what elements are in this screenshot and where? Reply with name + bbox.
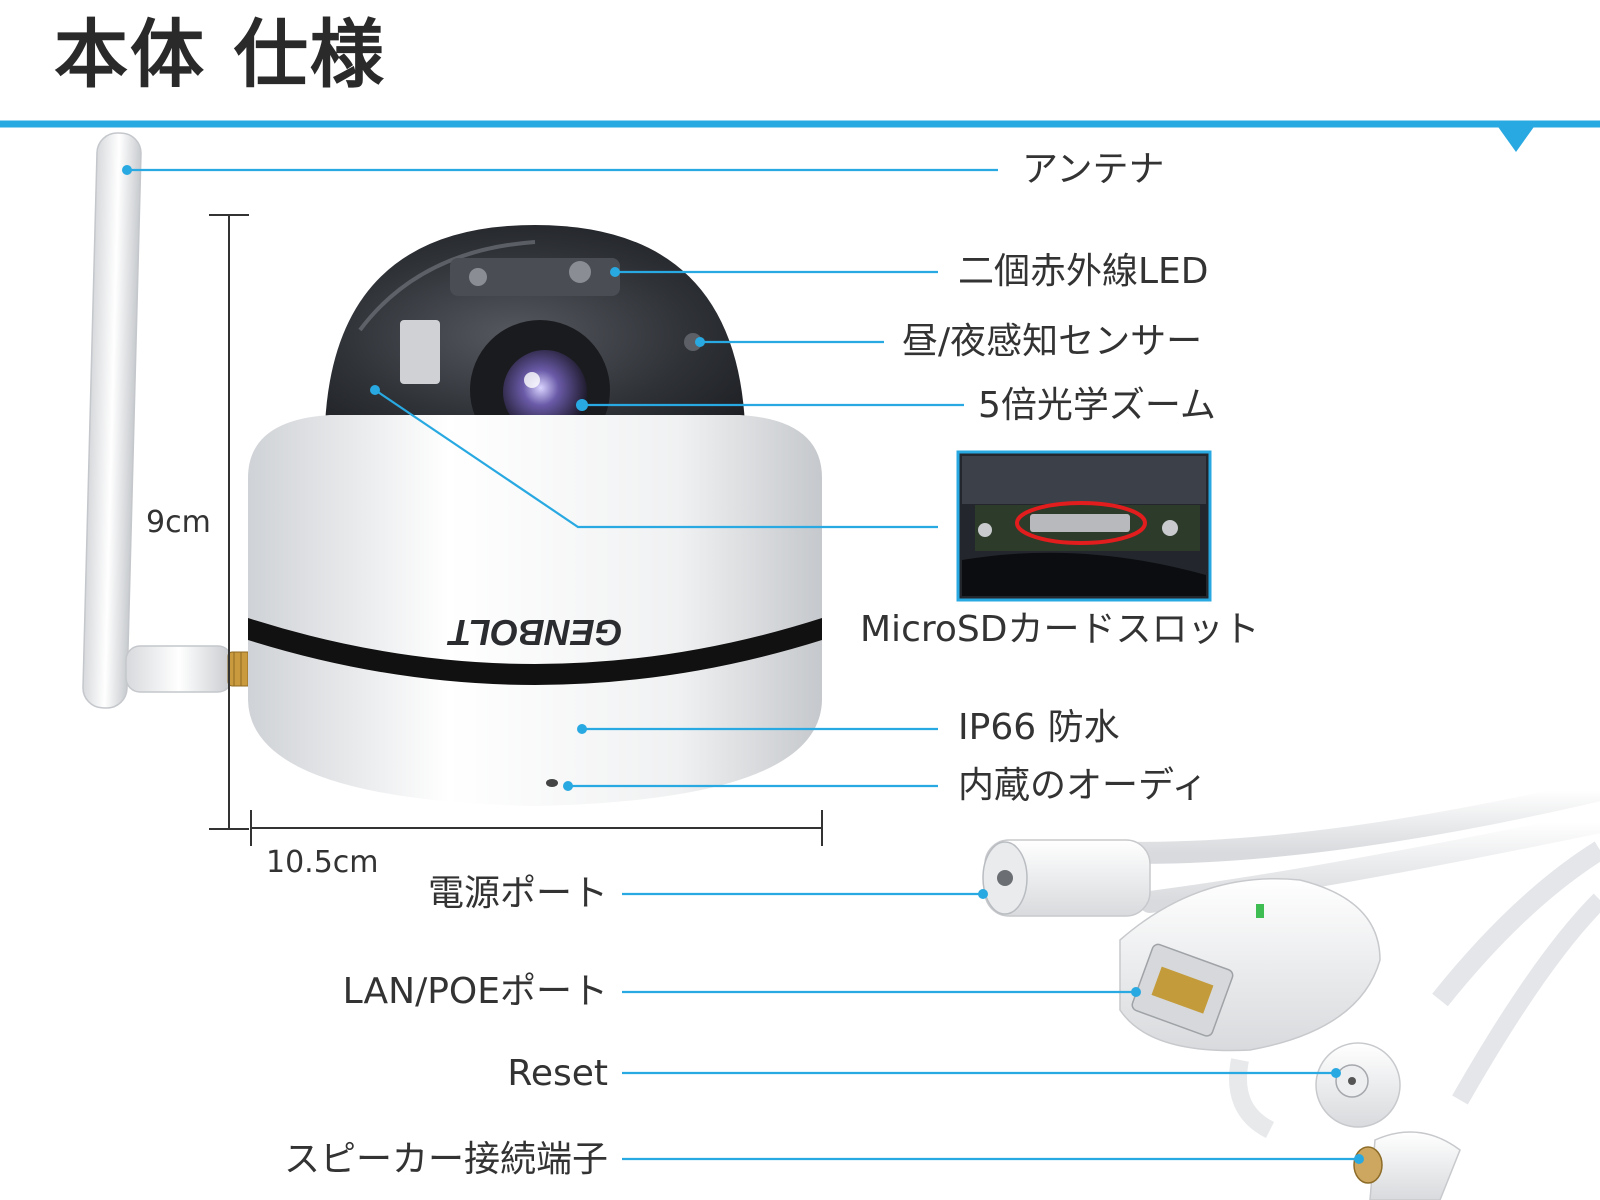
label-waterproof: IP66 防水 bbox=[958, 707, 1120, 748]
label-day-night-sensor: 昼/夜感知センサー bbox=[902, 321, 1203, 362]
label-speaker-terminal: スピーカー接続端子 bbox=[283, 1139, 608, 1180]
label-ir-led: 二個赤外線LED bbox=[958, 251, 1209, 292]
speaker-connector bbox=[1369, 1131, 1461, 1200]
leader-lines bbox=[127, 168, 1359, 1161]
width-dimension bbox=[250, 810, 823, 846]
height-dimension bbox=[209, 214, 249, 830]
height-label: 9cm bbox=[146, 505, 211, 540]
label-reset: Reset bbox=[507, 1053, 608, 1094]
label-optical-zoom: 5倍光学ズーム bbox=[978, 385, 1216, 426]
label-lan-poe-port: LAN/POEポート bbox=[342, 971, 608, 1012]
camera-body-illustration: GENBOLT bbox=[248, 225, 822, 806]
leader-microsd bbox=[374, 389, 938, 529]
width-label: 10.5cm bbox=[266, 845, 379, 880]
cables-illustration bbox=[982, 779, 1600, 1200]
label-microsd-slot: MicroSDカードスロット bbox=[860, 609, 1260, 650]
sd-slot-highlight bbox=[1015, 501, 1147, 545]
label-power-port: 電源ポート bbox=[427, 873, 608, 914]
page-title: 本体 仕様 bbox=[54, 12, 386, 98]
black-band bbox=[248, 618, 822, 685]
microsd-inset bbox=[956, 450, 1212, 602]
label-antenna: アンテナ bbox=[1022, 149, 1165, 190]
leader-dots bbox=[122, 165, 1364, 1164]
header-arrow-icon bbox=[1496, 124, 1536, 152]
brand-logo: GENBOLT bbox=[446, 612, 622, 653]
header-rule bbox=[0, 120, 1600, 152]
label-built-in-audio: 内蔵のオーディ bbox=[958, 765, 1208, 806]
